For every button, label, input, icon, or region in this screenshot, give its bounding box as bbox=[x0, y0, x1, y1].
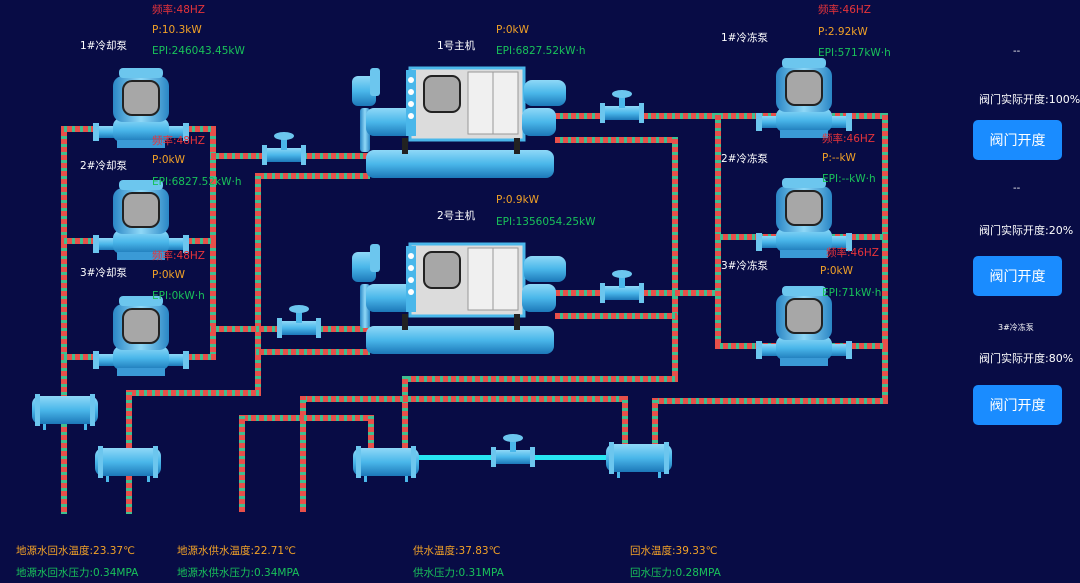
freeze-pump-1-name: 1#冷冻泵 bbox=[721, 32, 768, 44]
valve-opening-button-2[interactable]: 阀门开度 bbox=[973, 256, 1062, 296]
valve-2-dash: -- bbox=[1013, 183, 1021, 194]
freeze-pump-1-energy: EPI:5717kW·h bbox=[818, 47, 891, 59]
ground-supply-press: 地源水供水压力:0.34MPA bbox=[177, 567, 300, 579]
cooling-pump-1-energy: EPI:246043.45kW bbox=[152, 45, 245, 57]
valve-opening-button-1[interactable]: 阀门开度 bbox=[973, 120, 1062, 160]
ground-return-temp: 地源水回水温度:23.37℃ bbox=[16, 545, 135, 557]
cooling-pump-1-name: 1#冷却泵 bbox=[80, 40, 127, 52]
host-1-name: 1号主机 bbox=[437, 40, 476, 52]
cooling-pump-3-freq: 频率:48HZ bbox=[152, 250, 205, 262]
valve-1[interactable] bbox=[262, 132, 306, 165]
valve-3[interactable] bbox=[600, 90, 644, 123]
valve-4[interactable] bbox=[600, 270, 644, 303]
cooling-pump-2-energy: EPI:6827.52kW·h bbox=[152, 176, 242, 188]
host-2-energy: EPI:1356054.25kW bbox=[496, 216, 596, 228]
cooling-pump-3-energy: EPI:0kW·h bbox=[152, 290, 205, 302]
valve-1-opening: 阀门实际开度:100% bbox=[979, 93, 1080, 106]
cooling-pump-2-freq: 频率:48HZ bbox=[152, 135, 205, 147]
cooling-pump-1-power: P:10.3kW bbox=[152, 24, 202, 36]
cooling-pump-2-name: 2#冷却泵 bbox=[80, 160, 127, 172]
host-1-energy: EPI:6827.52kW·h bbox=[496, 45, 586, 57]
chiller-host-1[interactable] bbox=[350, 66, 568, 180]
tank-3 bbox=[353, 446, 419, 482]
freeze-pump-3-freq: 频率:46HZ bbox=[826, 247, 879, 259]
valve-opening-button-3[interactable]: 阀门开度 bbox=[973, 385, 1062, 425]
freeze-pump-1[interactable] bbox=[755, 57, 853, 139]
supply-press: 供水压力:0.31MPA bbox=[413, 567, 504, 579]
return-press: 回水压力:0.28MPA bbox=[630, 567, 721, 579]
cooling-pump-2-power: P:0kW bbox=[152, 154, 186, 166]
valve-2[interactable] bbox=[277, 305, 321, 338]
chiller-host-2[interactable] bbox=[350, 242, 568, 356]
freeze-pump-3-name: 3#冷冻泵 bbox=[721, 260, 768, 272]
freeze-pump-2-freq: 频率:46HZ bbox=[822, 133, 875, 145]
supply-temp: 供水温度:37.83℃ bbox=[413, 545, 501, 557]
valve-2-opening: 阀门实际开度:20% bbox=[979, 224, 1074, 237]
freeze-pump-1-freq: 频率:46HZ bbox=[818, 4, 871, 16]
valve-3-opening: 阀门实际开度:80% bbox=[979, 352, 1074, 365]
cooling-pump-2[interactable] bbox=[92, 179, 190, 261]
freeze-pump-2[interactable] bbox=[755, 177, 853, 259]
freeze-pump-2-name: 2#冷冻泵 bbox=[721, 153, 768, 165]
freeze-pump-3-power: P:0kW bbox=[820, 265, 854, 277]
valve-3-dash: 3#冷冻泵 bbox=[998, 323, 1034, 332]
host-2-name: 2号主机 bbox=[437, 210, 476, 222]
cooling-pump-3-power: P:0kW bbox=[152, 269, 186, 281]
freeze-pump-2-energy: EPI:--kW·h bbox=[822, 173, 876, 185]
host-1-power: P:0kW bbox=[496, 24, 530, 36]
cooling-pump-3[interactable] bbox=[92, 295, 190, 377]
ground-return-press: 地源水回水压力:0.34MPA bbox=[16, 567, 139, 579]
freeze-pump-1-power: P:2.92kW bbox=[818, 26, 868, 38]
freeze-pump-2-power: P:--kW bbox=[822, 152, 856, 164]
cooling-pump-3-name: 3#冷却泵 bbox=[80, 267, 127, 279]
valve-1-dash: -- bbox=[1013, 46, 1021, 57]
cooling-pump-1-freq: 频率:48HZ bbox=[152, 4, 205, 16]
host-2-power: P:0.9kW bbox=[496, 194, 540, 206]
ground-supply-temp: 地源水供水温度:22.71℃ bbox=[177, 545, 296, 557]
freeze-pump-3-energy: EPI:71kW·h bbox=[822, 287, 882, 299]
tank-4 bbox=[606, 442, 672, 478]
valve-5[interactable] bbox=[491, 434, 535, 467]
return-temp: 回水温度:39.33℃ bbox=[630, 545, 718, 557]
